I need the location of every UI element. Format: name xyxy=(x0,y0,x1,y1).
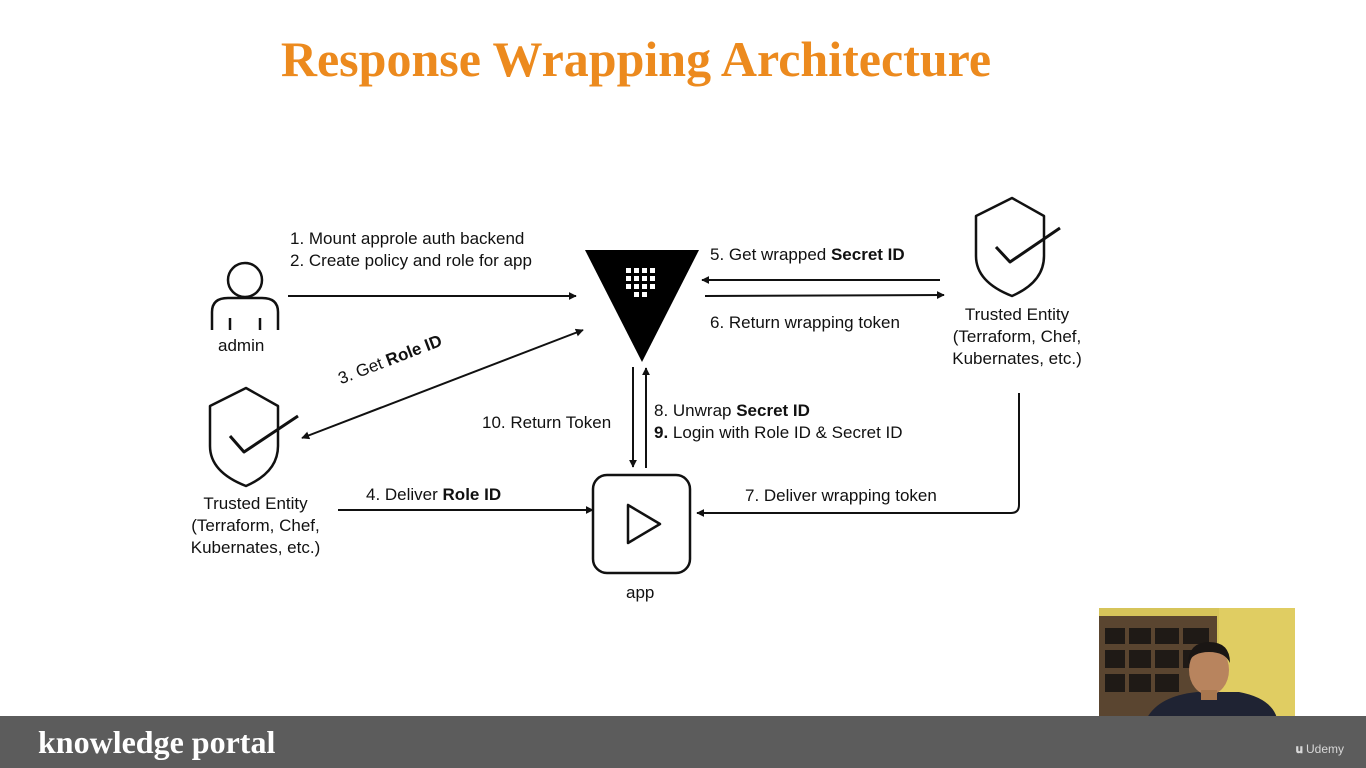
admin-label: admin xyxy=(218,336,265,355)
step-10-label: 10. Return Token xyxy=(482,413,612,432)
trusted-entity-right-label: Trusted Entity (Terraform, Chef, Kuberna… xyxy=(952,305,1082,368)
arrow-role-id-bidirectional xyxy=(301,328,584,440)
app-label: app xyxy=(626,583,655,602)
trusted-entity-shield-icon-right xyxy=(974,196,1061,298)
step-5-label: 5. Get wrapped Secret ID xyxy=(710,245,905,264)
trusted-entity-left-label: Trusted Entity (Terraform, Chef, Kuberna… xyxy=(190,494,321,557)
step-7-label: 7. Deliver wrapping token xyxy=(745,486,937,505)
step-2-label: 2. Create policy and role for app xyxy=(290,251,532,270)
trusted-entity-shield-icon-left xyxy=(208,386,299,488)
admin-person-icon xyxy=(210,261,280,330)
udemy-logo-icon: 𝐮 xyxy=(1295,742,1303,756)
vault-server-icon xyxy=(585,250,699,362)
slide-title: Response Wrapping Architecture xyxy=(280,31,992,87)
presenter-webcam xyxy=(1099,608,1295,718)
step-1-label: 1. Mount approle auth backend xyxy=(290,229,525,248)
step-8-label: 8. Unwrap Secret ID xyxy=(654,401,810,420)
architecture-diagram xyxy=(208,196,1061,575)
arrow-deliver-wrapping-token xyxy=(696,393,1020,517)
step-9-label: 9. Login with Role ID & Secret ID xyxy=(654,423,903,442)
app-play-icon xyxy=(591,473,692,575)
step-6-label: 6. Return wrapping token xyxy=(710,313,900,332)
step-4-label: 4. Deliver Role ID xyxy=(366,485,502,504)
arrow-vault-to-trusted xyxy=(704,291,945,300)
brand-name: knowledge portal xyxy=(38,724,276,760)
